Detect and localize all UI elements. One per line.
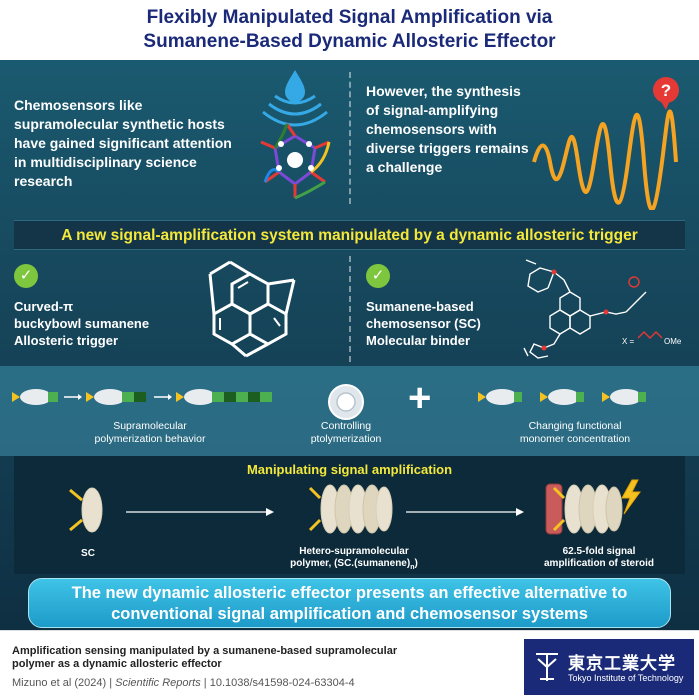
university-logo: 東京工業大学 Tokyo Institute of Technology — [524, 639, 694, 695]
conclusion-line-2: conventional signal amplification and ch… — [111, 605, 588, 623]
control-dial-icon — [328, 384, 364, 420]
citation-title-line-1: Amplification sensing manipulated by a s… — [12, 645, 398, 657]
fold-line-1: 62.5-fold signal — [562, 546, 636, 557]
polymerization-graphic — [12, 389, 272, 405]
lightning-icon — [621, 479, 641, 515]
monomer-concentration-graphic — [478, 389, 646, 405]
changing-label: Changing functional monomer concentratio… — [480, 420, 670, 446]
water-drop-icon — [285, 70, 305, 102]
fold-amplification-label: 62.5-fold signal amplification of steroi… — [524, 546, 674, 570]
citation-title-line-2: polymer as a dynamic allosteric effector — [12, 658, 222, 670]
supramolecular-line-2: polymerization behavior — [94, 433, 206, 445]
logo-emblem-icon — [536, 653, 558, 681]
hetero-line-2-main: polymer, (SC.(sumanene) — [290, 558, 411, 569]
page-title: Flexibly Manipulated Signal Amplificatio… — [0, 0, 699, 60]
plus-icon: + — [408, 376, 432, 420]
hetero-line-2-end: ) — [414, 558, 418, 569]
polymer-icon — [176, 389, 272, 405]
citation-journal: Scientific Reports — [115, 677, 201, 689]
hetero-subscript: n — [410, 564, 415, 571]
features-divider — [349, 256, 351, 362]
sc-bowl-icon — [69, 487, 103, 533]
controlling-label: Controlling ptolymerization — [286, 420, 406, 446]
logo-english-text: Tokyo Institute of Technology — [568, 673, 684, 683]
monomer-icon — [12, 389, 58, 405]
citation-title: Amplification sensing manipulated by a s… — [12, 645, 482, 671]
feature-left-text: Curved-π buckybowl sumanene Allosteric t… — [14, 298, 184, 349]
sumanene-structure-icon — [208, 260, 296, 358]
footer: Amplification sensing manipulated by a s… — [0, 630, 699, 700]
chemosensor-structure-icon: X = OMe — [523, 259, 682, 359]
supramolecular-label: Supramolecular polymerization behavior — [50, 420, 250, 446]
feature-left-line-2: buckybowl sumanene — [14, 316, 150, 331]
question-mark-text: ? — [661, 81, 671, 100]
check-icon-right: ✓ — [366, 264, 390, 288]
feature-right-text: Sumanene-based chemosensor (SC) Molecula… — [366, 298, 516, 349]
citation-doi[interactable]: | 10.1038/s41598-024-63304-4 — [200, 677, 355, 689]
system-banner: A new signal-amplification system manipu… — [14, 220, 685, 250]
title-line-2: Sumanene-Based Dynamic Allosteric Effect… — [143, 31, 556, 52]
conclusion-line-1: The new dynamic allosteric effector pres… — [71, 584, 628, 602]
x-formula-label: X = — [622, 337, 635, 346]
process-band: Supramolecular polymerization behavior C… — [0, 366, 699, 456]
arrow-1 — [126, 508, 274, 516]
dimer-icon — [86, 389, 146, 405]
feature-left-line-1: Curved-π — [14, 299, 74, 314]
arrow-2 — [406, 508, 524, 516]
feature-left-line-3: Allosteric trigger — [14, 333, 119, 348]
hetero-line-2: polymer, (SC.(sumanene)n) — [264, 558, 444, 574]
feature-right-line-2: chemosensor (SC) — [366, 316, 481, 331]
fold-line-2: amplification of steroid — [543, 558, 654, 569]
intro-left-text: Chemosensors like supramolecular synthet… — [14, 97, 232, 189]
main-panel: Chemosensors like supramolecular synthet… — [0, 60, 699, 630]
manipulating-section: Manipulating signal amplification SC — [14, 456, 685, 574]
citation-year: (2024) | — [71, 677, 116, 689]
host-structure-icon — [260, 123, 331, 200]
check-icon-left: ✓ — [14, 264, 38, 288]
intro-right-text: However, the synthesis of signal-amplify… — [366, 83, 529, 175]
chemosensor-illustration — [260, 70, 331, 200]
sc-label: SC — [81, 548, 95, 559]
conclusion-box: The new dynamic allosteric effector pres… — [28, 578, 671, 628]
controlling-line-2: ptolymerization — [310, 433, 382, 445]
intro-divider — [349, 72, 351, 204]
amplified-signal-icon — [545, 479, 641, 535]
hetero-line-1: Hetero-supramolecular — [299, 546, 409, 557]
changing-line-1: Changing functional — [528, 420, 622, 432]
feature-right-line-3: Molecular binder — [366, 333, 471, 348]
changing-line-2: monomer concentration — [519, 433, 631, 445]
supramolecular-line-1: Supramolecular — [113, 420, 187, 432]
controlling-line-1: Controlling — [320, 420, 372, 432]
signal-wave-graphic: ? — [532, 77, 679, 210]
citation-reference: Mizuno et al (2024) | Scientific Reports… — [12, 677, 482, 689]
question-icon — [653, 77, 679, 103]
manipulating-title: Manipulating signal amplification — [246, 462, 453, 477]
citation-authors: Mizuno et al — [12, 677, 72, 689]
hetero-polymer-icon — [308, 484, 393, 534]
ome-label: OMe — [664, 337, 682, 346]
logo-japanese-text: 東京工業大学 — [568, 654, 676, 673]
hetero-polymer-label: Hetero-supramolecular polymer, (SC.(suma… — [264, 546, 444, 574]
feature-right-line-1: Sumanene-based — [366, 299, 474, 314]
title-line-1: Flexibly Manipulated Signal Amplificatio… — [146, 7, 553, 28]
